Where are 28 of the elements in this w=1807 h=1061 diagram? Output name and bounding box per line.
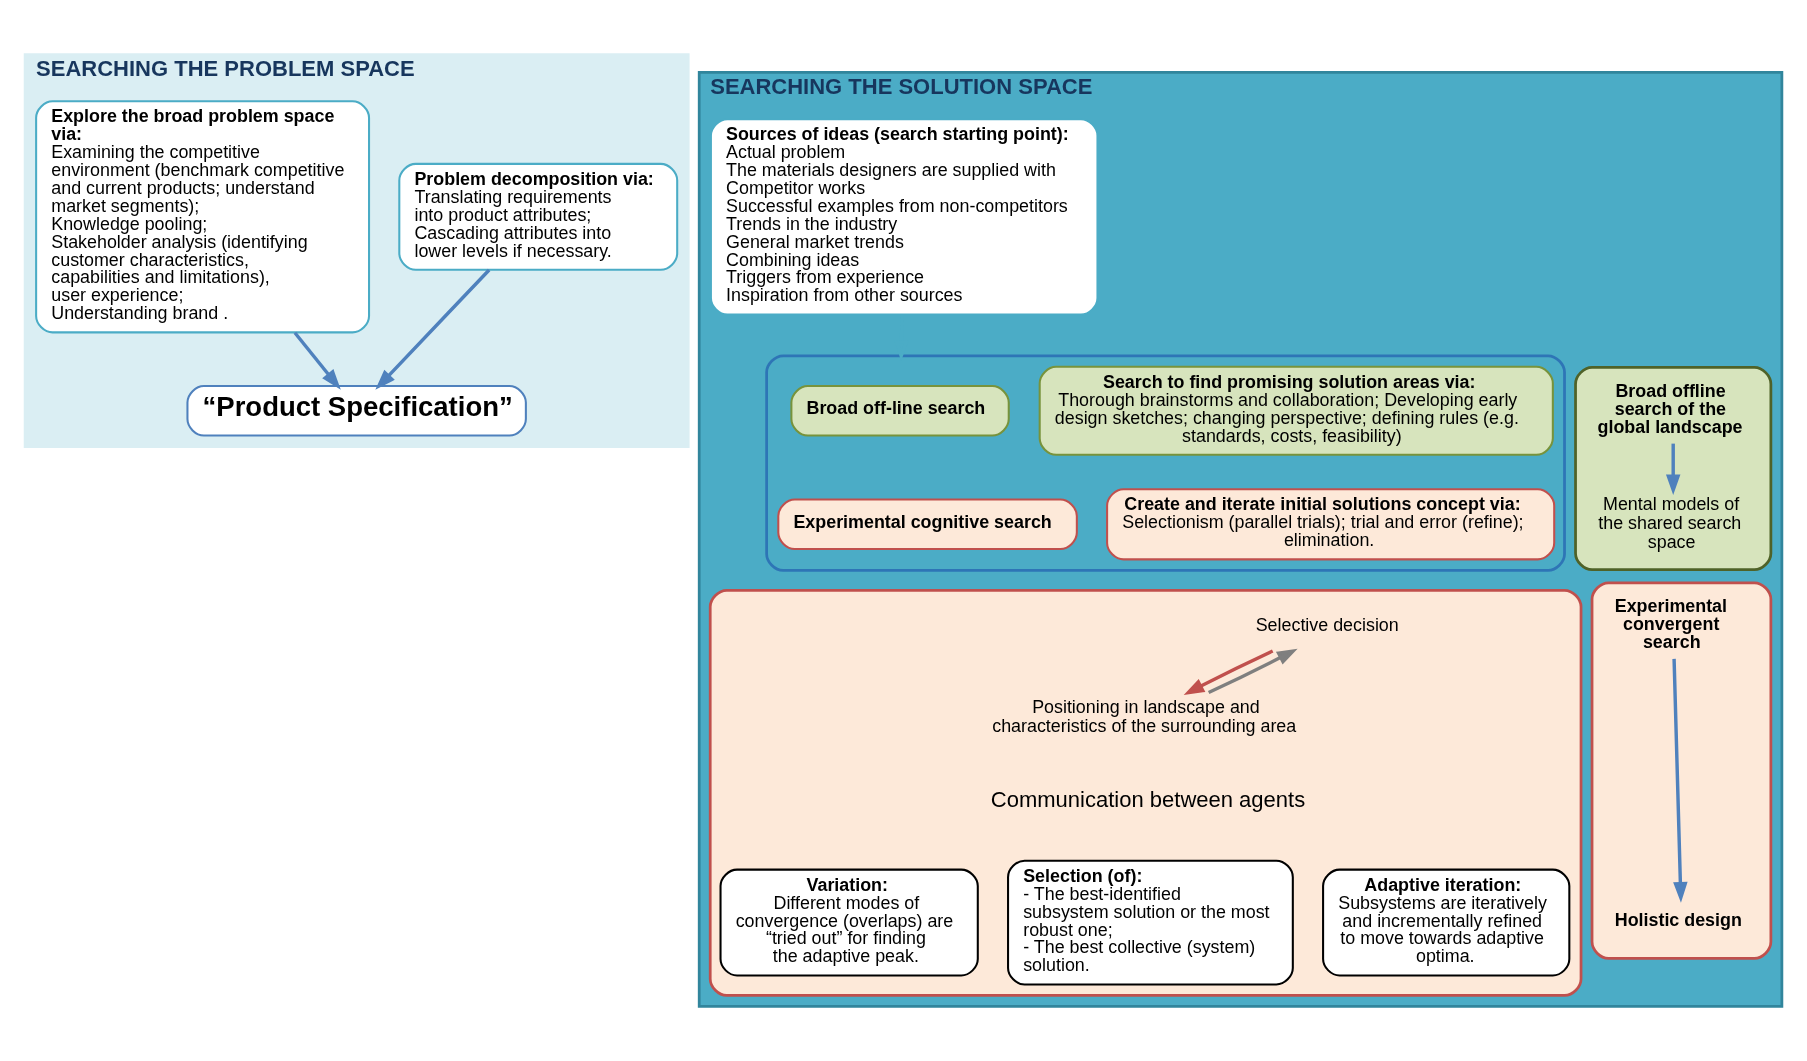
node-box: Selection (of): - The best-identified subsystem solution or the most robust one; - The best collective (system) solution. xyxy=(1007,859,1294,986)
node-box: Sources of ideas (search starting point): Actual problem The materials designers are supplied with Competitor works Successful examples from non-competitors Trends in the industry General market trends Combining ideas Triggers from experience Inspiration from other sources xyxy=(709,118,1099,316)
node-text: Mental models of the shared search space xyxy=(1598,493,1742,553)
node-text: Holistic design xyxy=(1614,909,1742,930)
arrow xyxy=(375,268,491,390)
cluster xyxy=(708,588,1583,997)
arrow xyxy=(1207,648,1298,695)
node-box: Broad off-line search xyxy=(790,385,1010,437)
node-box: “Product Specification” xyxy=(186,385,527,437)
node-text: Positioning in landscape and characteristics of the surrounding area xyxy=(992,696,1297,736)
arrow xyxy=(1672,658,1688,903)
node-text: Experimental convergent search xyxy=(1614,596,1727,652)
node-box: Variation: Different modes of convergence (overlaps) are “tried out” for finding the adaptive peak. xyxy=(719,868,979,977)
arrow xyxy=(293,331,341,390)
node-text: Communication between agents xyxy=(990,786,1306,812)
cluster xyxy=(765,354,1566,572)
node-box: Search to find promising solution areas via: Thorough brainstorms and collaboration; Developing early design sketches; changing perspective; defining rules (e.g. standards, costs, feasibility) xyxy=(1038,365,1554,456)
node-box: Adaptive iteration: Subsystems are iteratively and incrementally refined to move towards adaptive optima. xyxy=(1322,868,1571,977)
arrow xyxy=(1183,649,1274,695)
node-box: Problem decomposition via: Translating requirements into product attributes; Cascading attributes into lower levels if necessary. xyxy=(398,162,679,271)
node-box: Explore the broad problem space via: Examining the competitive environment (benchmark competitive and current products; understand market segments); Knowledge pooling; Stakeholder analysis (identifying customer characteristics, capabilities and limitations), user experience; Understanding brand . xyxy=(35,100,371,334)
node-text: Broad offline search of the global landscape xyxy=(1597,380,1743,437)
cluster xyxy=(1574,366,1773,572)
node-box: Experimental cognitive search xyxy=(777,498,1078,551)
node-text: Selective decision xyxy=(1255,614,1399,635)
arrow xyxy=(1665,443,1681,496)
cluster xyxy=(1590,581,1773,960)
node-box: Create and iterate initial solutions concept via: Selectionism (parallel trials); trial and error (refine); elimination. xyxy=(1106,488,1556,561)
